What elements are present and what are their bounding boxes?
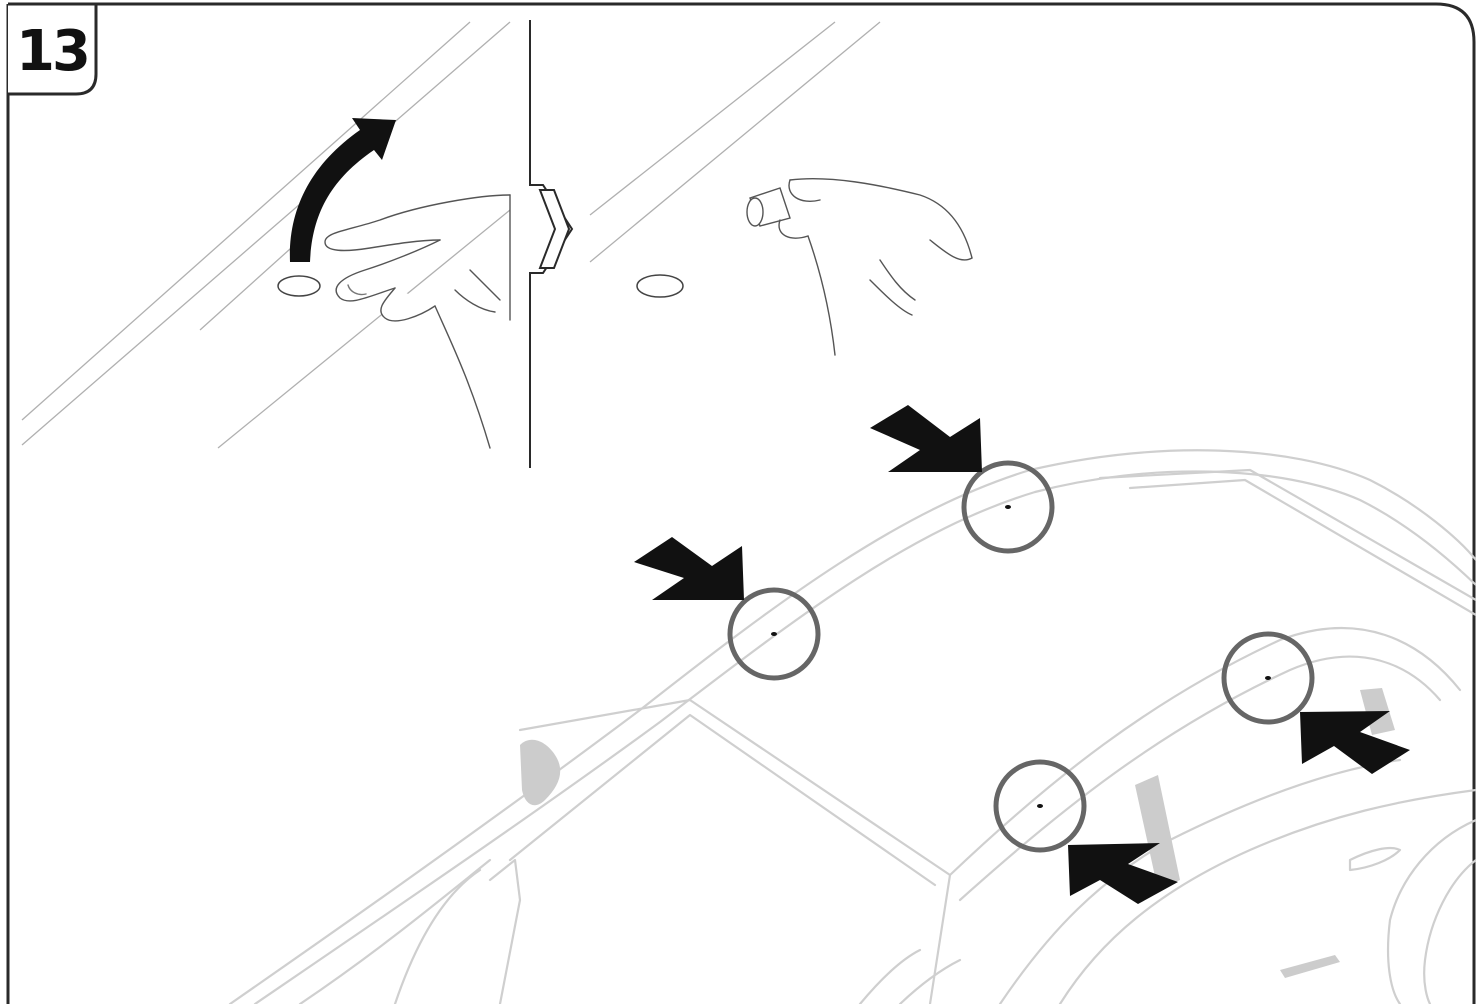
pointer-arrow-4 (1300, 711, 1410, 774)
car-roof-outline (230, 450, 1476, 1004)
roof-hole-right (637, 275, 683, 297)
hand-right (779, 179, 972, 355)
step-number: 13 (8, 4, 96, 94)
roof-hole-left (278, 276, 320, 296)
car-pillars (520, 688, 1395, 978)
detail-view-cap-removed (590, 22, 880, 262)
chevron-right-icon (540, 190, 569, 268)
pointer-arrow-2 (634, 537, 744, 600)
panel-frame (8, 4, 1474, 1004)
pointer-arrow-1 (870, 405, 982, 472)
removed-cap (747, 188, 790, 226)
circle-highlight-icon (730, 463, 1312, 850)
